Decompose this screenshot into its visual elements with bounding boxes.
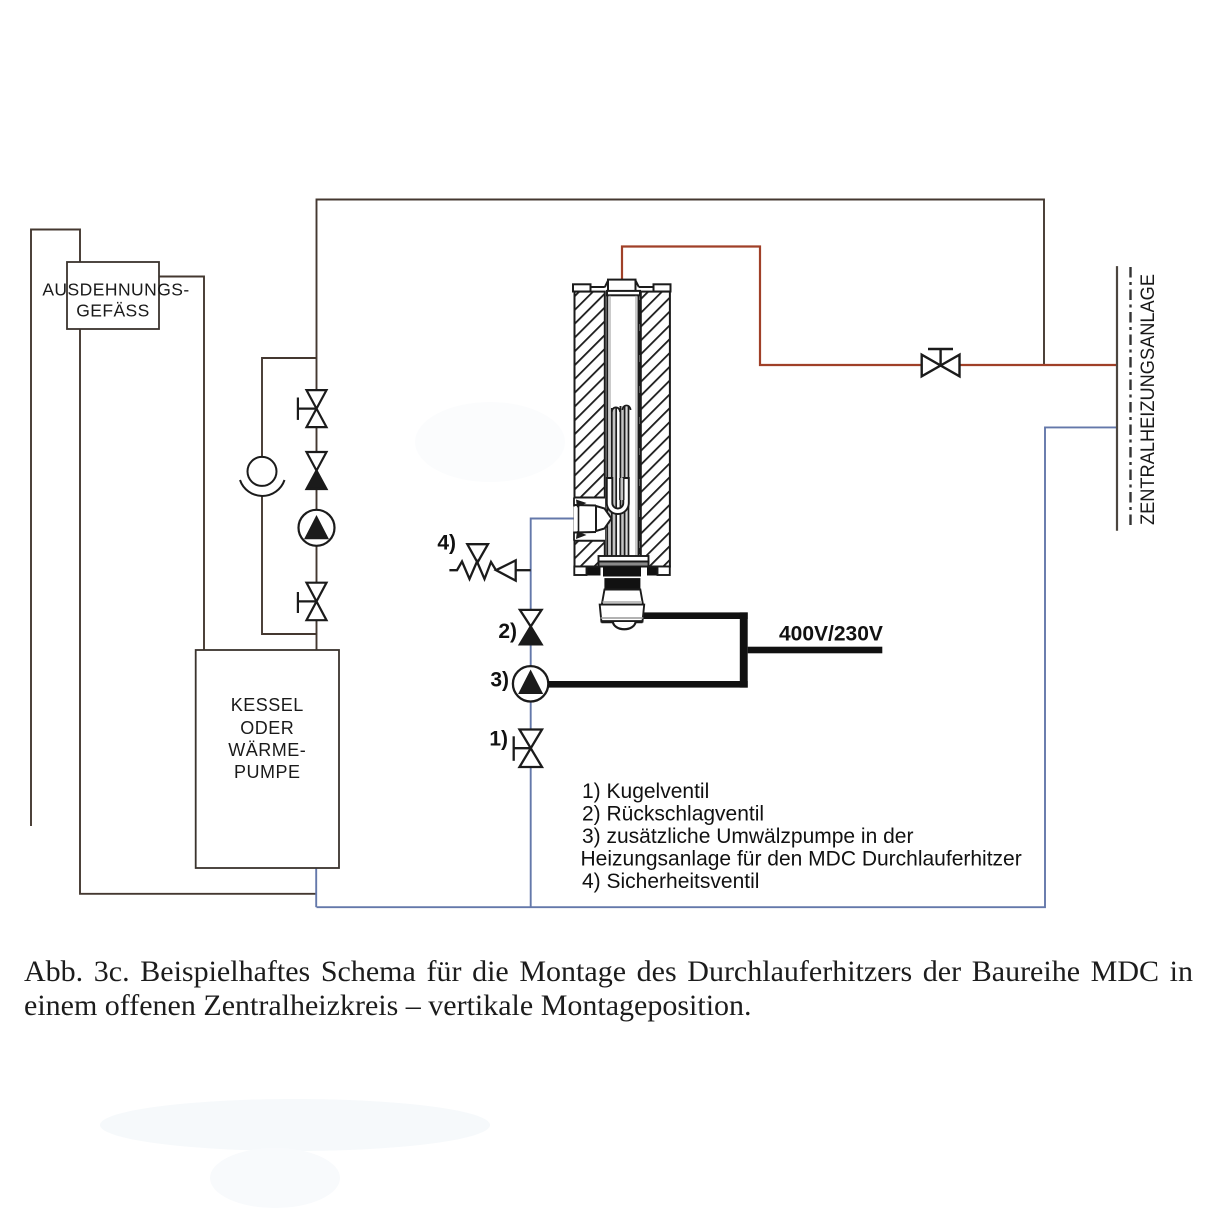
svg-text:AUSDEHNUNGS-: AUSDEHNUNGS-	[42, 280, 189, 300]
svg-text:ODER: ODER	[240, 718, 294, 738]
svg-text:4) Sicherheitsventil: 4) Sicherheitsventil	[582, 870, 759, 893]
svg-text:PUMPE: PUMPE	[234, 762, 301, 782]
svg-text:ZENTRALHEIZUNGSANLAGE: ZENTRALHEIZUNGSANLAGE	[1137, 274, 1159, 525]
svg-text:1): 1)	[489, 728, 508, 751]
svg-text:4): 4)	[437, 532, 456, 555]
svg-text:KESSEL: KESSEL	[231, 695, 304, 715]
svg-text:2): 2)	[498, 620, 517, 643]
svg-text:3): 3)	[490, 669, 509, 692]
svg-text:GEFÄSS: GEFÄSS	[76, 301, 149, 321]
svg-text:WÄRME-: WÄRME-	[228, 740, 306, 760]
svg-text:Heizungsanlage für den MDC Dur: Heizungsanlage für den MDC Durchlauferhi…	[581, 848, 1022, 871]
svg-text:400V/230V: 400V/230V	[779, 623, 883, 646]
svg-text:2) Rückschlagventil: 2) Rückschlagventil	[582, 803, 764, 826]
svg-text:1) Kugelventil: 1) Kugelventil	[582, 780, 709, 803]
svg-text:3) zusätzliche Umwälzpumpe in: 3) zusätzliche Umwälzpumpe in der	[582, 825, 913, 848]
